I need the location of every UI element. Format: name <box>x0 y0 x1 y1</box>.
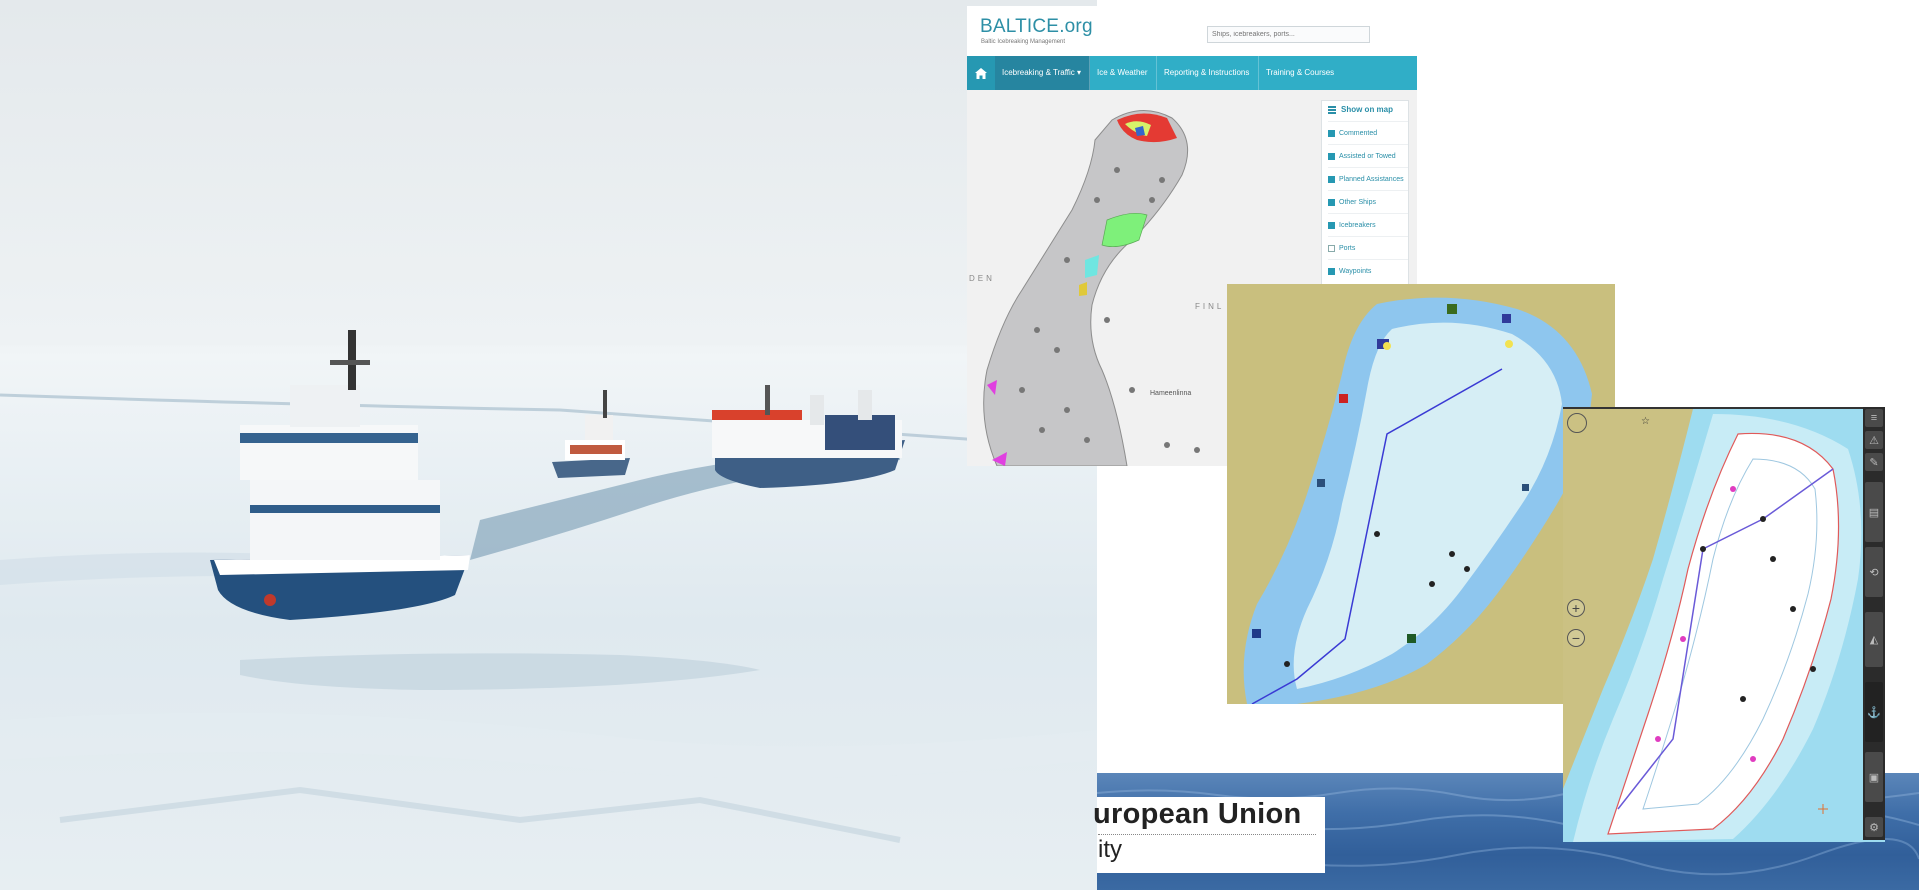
checkbox-checked[interactable] <box>1328 129 1335 137</box>
nav-reporting-instructions[interactable]: Reporting & Instructions <box>1157 56 1259 90</box>
layer-planned-assistances[interactable]: Planned Assistances <box>1328 167 1408 190</box>
nav-icebreaking-traffic[interactable]: Icebreaking & Traffic ▾ <box>995 56 1090 90</box>
panel-title[interactable]: Show on map <box>1328 105 1393 114</box>
compass-icon[interactable] <box>1567 413 1587 433</box>
svg-text:☆: ☆ <box>1641 416 1650 427</box>
layers-icon <box>1328 105 1336 114</box>
eu-title: uropean Union <box>1093 798 1302 830</box>
zoom-out-button[interactable]: − <box>1567 629 1585 647</box>
main-nav: Icebreaking & Traffic ▾ Ice & Weather Re… <box>967 56 1417 90</box>
nav-ice-weather[interactable]: Ice & Weather <box>1090 56 1157 90</box>
pen-icon[interactable]: ✎ <box>1865 453 1883 471</box>
layer-icebreakers[interactable]: Icebreakers <box>1328 213 1408 236</box>
layer-other-ships[interactable]: Other Ships <box>1328 190 1408 213</box>
layer-label: Waypoints <box>1339 267 1372 275</box>
nautical-chart-tablet[interactable]: ☆ + − <box>1563 407 1885 842</box>
layer-label: Commented <box>1339 129 1378 137</box>
layer-label: Planned Assistances <box>1339 175 1404 183</box>
checkbox-checked[interactable] <box>1328 198 1335 206</box>
chart1-map <box>1243 297 1592 704</box>
brand-suffix: .org <box>1059 16 1093 37</box>
baltice-logo[interactable]: BALTICE.org <box>980 16 1093 38</box>
search-input[interactable] <box>1207 26 1370 43</box>
panel-title-label: Show on map <box>1341 105 1393 114</box>
layer-label: Assisted or Towed <box>1339 152 1396 160</box>
map-label-finland: FINL <box>1195 302 1225 311</box>
settings-icon[interactable]: ⚙ <box>1865 817 1883 837</box>
book-icon[interactable]: ▤ <box>1865 482 1883 542</box>
cargo-ship-red <box>552 390 630 478</box>
layer-assisted-towed[interactable]: Assisted or Towed <box>1328 144 1408 167</box>
eu-label-box <box>1097 797 1325 873</box>
layer-label: Icebreakers <box>1339 221 1376 229</box>
chart2-map: ☆ <box>1563 409 1885 842</box>
layer-ports[interactable]: Ports <box>1328 236 1408 259</box>
layer-label: Other Ships <box>1339 198 1376 206</box>
eu-subtitle: ity <box>1098 836 1122 863</box>
ice-scene <box>0 0 1097 843</box>
icebreaker-ship <box>210 330 470 620</box>
warning-icon[interactable]: ⚠ <box>1865 431 1883 449</box>
checkbox-checked[interactable] <box>1328 221 1335 229</box>
show-on-map-panel: Show on map Commented Assisted or Towed … <box>1321 100 1409 285</box>
icebreaker-photo <box>0 0 1097 890</box>
layers-icon[interactable]: ≡ <box>1865 409 1883 427</box>
brand-tagline: Baltic Icebreaking Management <box>981 39 1066 45</box>
layer-label: Ports <box>1339 244 1356 252</box>
map-label-sweden: DEN <box>969 274 995 283</box>
lock-icon[interactable]: ▣ <box>1865 752 1883 802</box>
eu-divider <box>1098 834 1316 835</box>
zoom-in-button[interactable]: + <box>1567 599 1585 617</box>
route-icon[interactable]: ⟲ <box>1865 547 1883 597</box>
layer-commented[interactable]: Commented <box>1328 121 1408 144</box>
anchor-icon[interactable]: ⚓ <box>1865 682 1883 742</box>
map-label-city: Hameenlinna <box>1150 390 1192 397</box>
home-icon <box>975 67 987 79</box>
chart-toolbar: ≡ ⚠ ✎ ▤ ⟲ ◭ ⚓ ▣ ⚙ <box>1863 407 1885 840</box>
nav-home-button[interactable] <box>967 56 995 90</box>
nav-training-courses[interactable]: Training & Courses <box>1266 68 1335 77</box>
checkbox-checked[interactable] <box>1328 152 1335 160</box>
checkbox-unchecked[interactable] <box>1328 244 1335 252</box>
checkbox-checked[interactable] <box>1328 175 1335 183</box>
checkbox-checked[interactable] <box>1328 267 1335 275</box>
brand-name: BALTICE <box>980 16 1060 37</box>
measure-icon[interactable]: ◭ <box>1865 612 1883 667</box>
nautical-chart-bothnian-sea[interactable] <box>1227 284 1615 704</box>
cargo-ship-white <box>712 385 905 488</box>
layer-waypoints[interactable]: Waypoints <box>1328 259 1408 282</box>
